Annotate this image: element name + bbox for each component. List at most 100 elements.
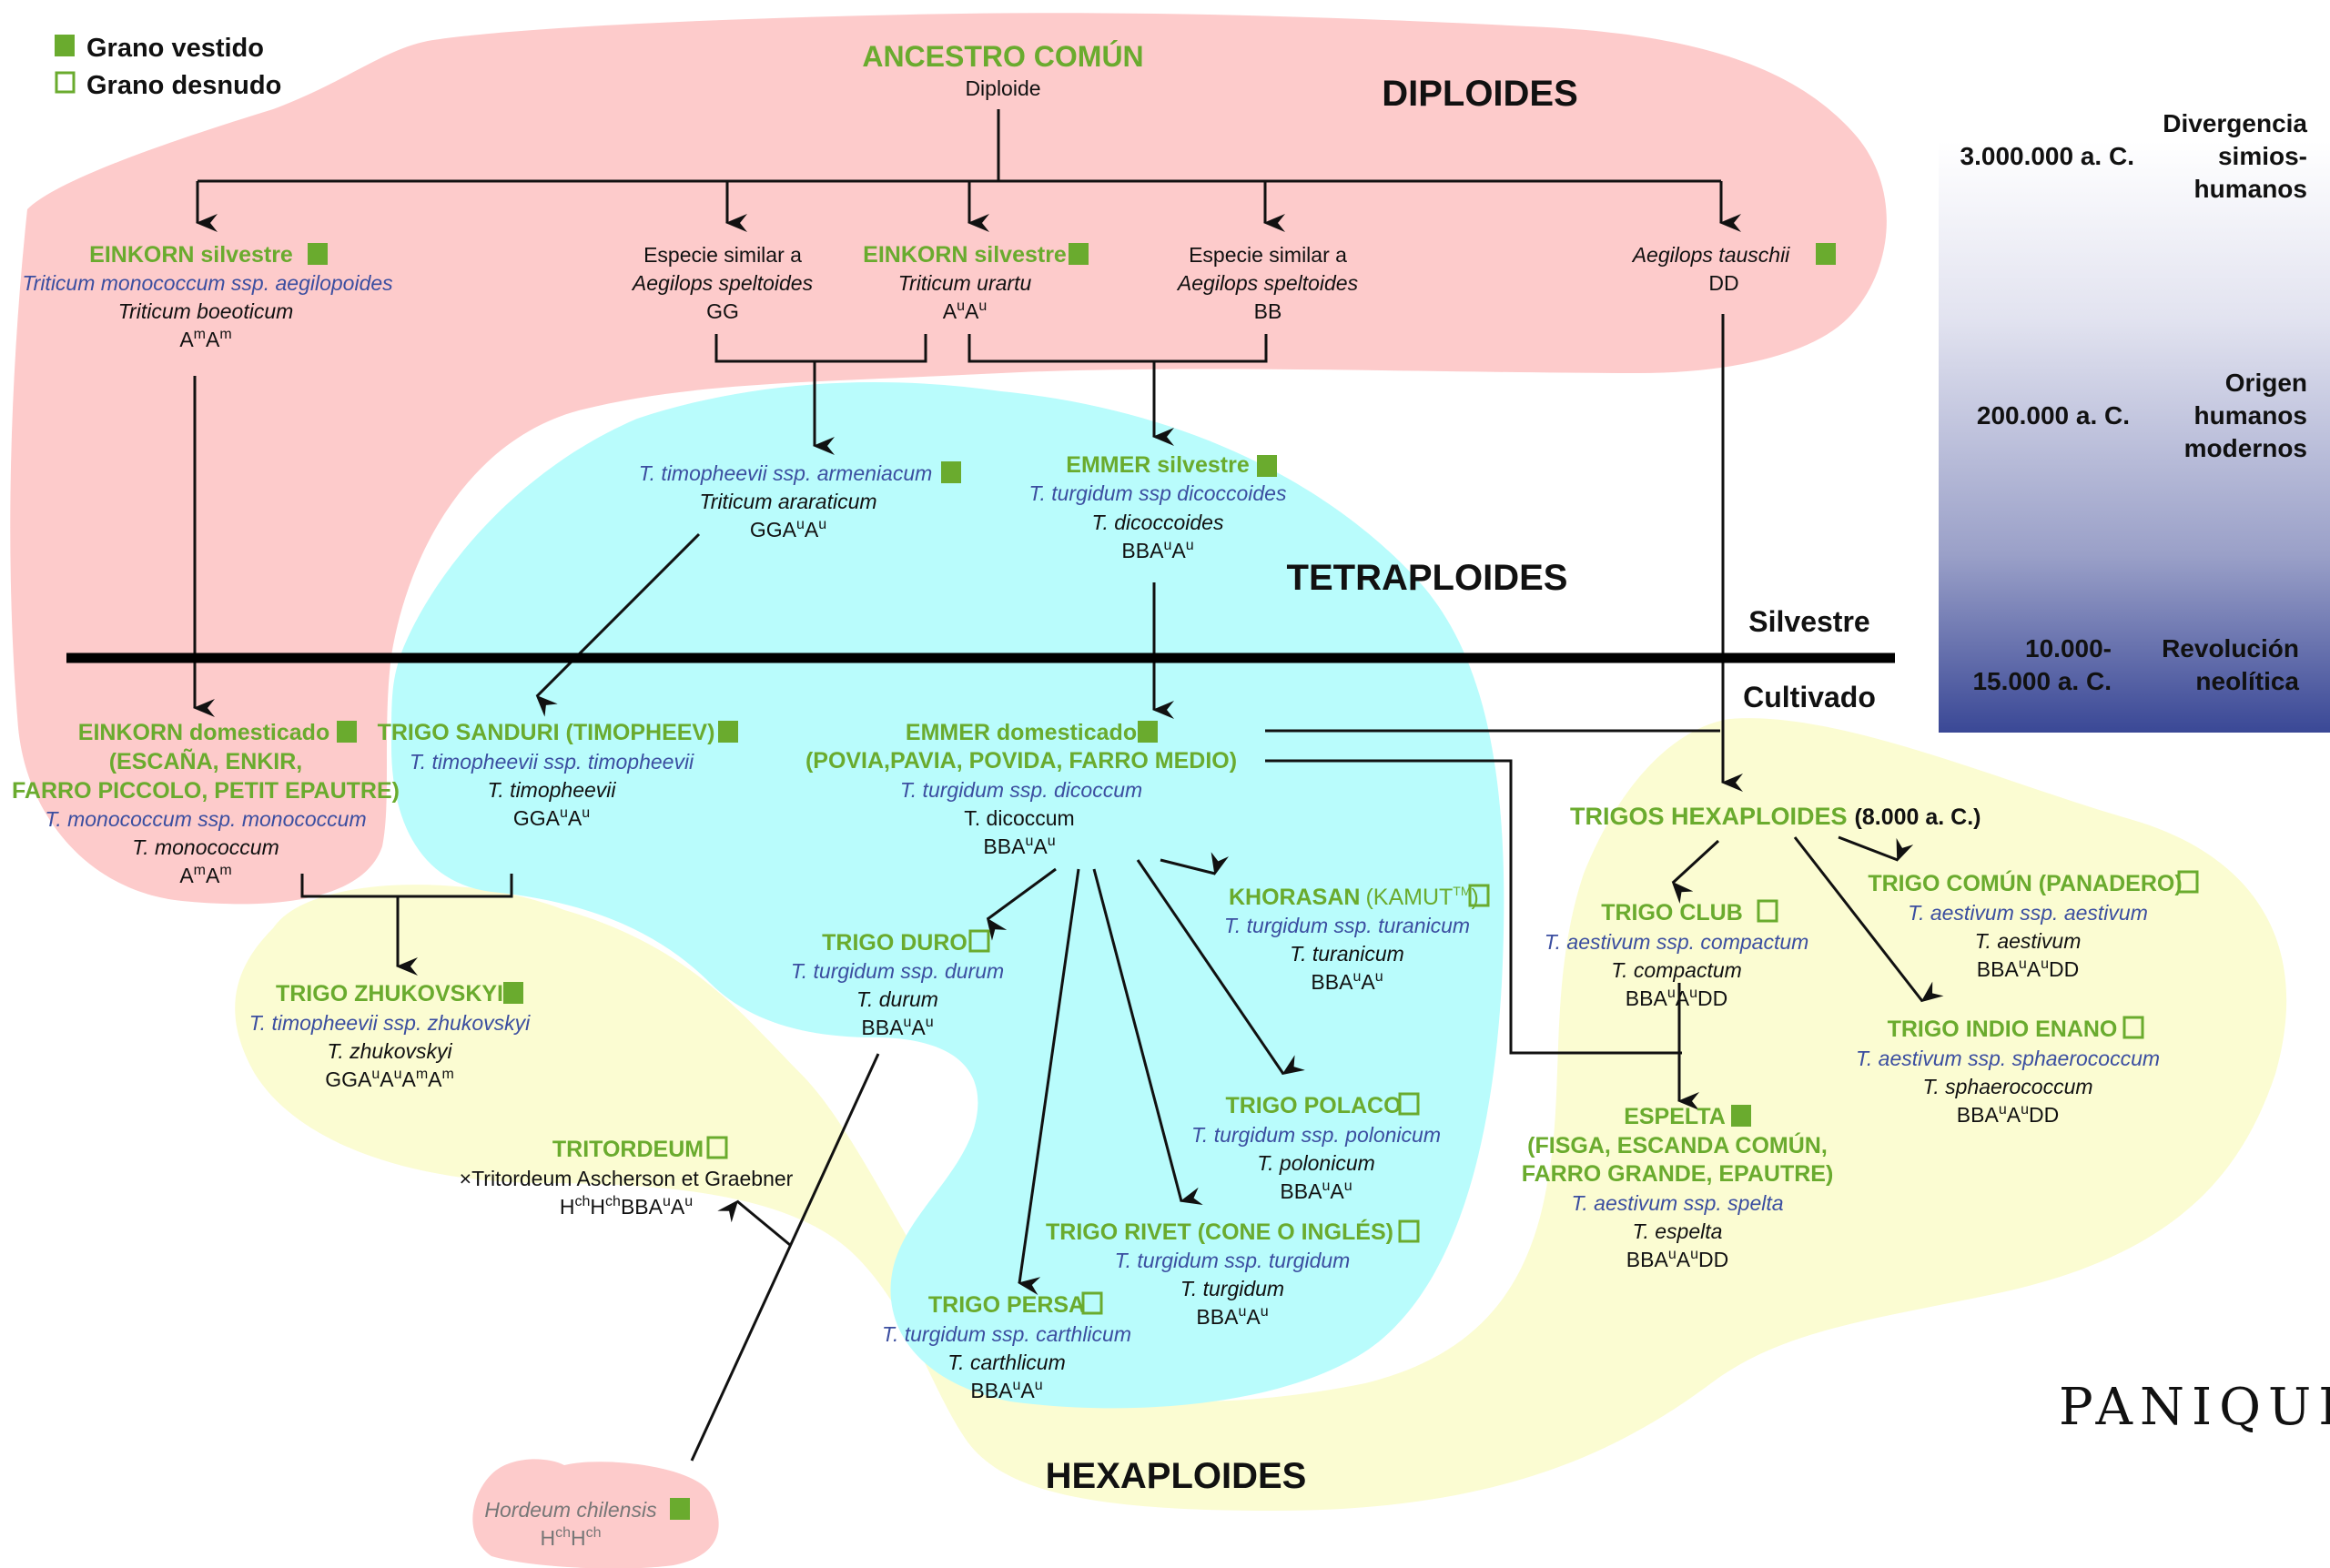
- node-genome: BBAuAuDD: [1626, 1247, 1728, 1271]
- node-sanduri: TRIGO SANDURI (TIMOPHEEV) T. timopheevii…: [378, 720, 738, 830]
- node-line: Diploide: [965, 76, 1040, 100]
- timeline: Divergencia simios- humanos 3.000.000 a.…: [1960, 109, 2308, 695]
- node-species: ×Tritordeum Ascherson et Graebner: [460, 1167, 794, 1190]
- node-subspecies: T. turgidum ssp. polonicum: [1191, 1123, 1441, 1147]
- node-title: ESPELTA: [1624, 1104, 1726, 1129]
- node-title: TRIGO INDIO ENANO: [1888, 1017, 2118, 1042]
- node-speltoides-bb: Especie similar a Aegilops speltoides BB: [1176, 243, 1359, 323]
- node-hexaploid: TRIGOS HEXAPLOIDES(8.000 a. C.): [1570, 803, 1981, 830]
- node-title: TRIGOS HEXAPLOIDES(8.000 a. C.): [1570, 803, 1981, 830]
- node-subspecies: T. timopheevii ssp. timopheevii: [410, 750, 694, 774]
- timeline-event: simios-: [2218, 142, 2307, 170]
- node-genome: BBAuAu: [1196, 1304, 1268, 1329]
- node-armeniacum: T. timopheevii ssp. armeniacum Triticum …: [639, 461, 961, 541]
- node-title: TRIGO SANDURI (TIMOPHEEV): [378, 720, 715, 745]
- node-ancestor: ANCESTRO COMÚN Diploide: [862, 40, 1143, 100]
- node-genome: BBAuAu: [1121, 538, 1193, 562]
- node-subspecies: T. turgidum ssp. carthlicum: [882, 1322, 1131, 1346]
- node-genome: BBAuAuDD: [1957, 1102, 2059, 1127]
- node-genome: BB: [1254, 299, 1282, 323]
- filled-square-icon: [1257, 455, 1277, 477]
- brand-logo: PANIQUESILLO: [2059, 1378, 2330, 1437]
- node-genome: GGAuAuAmAm: [325, 1067, 454, 1091]
- node-hordeum: Hordeum chilensis HchHch: [484, 1498, 690, 1550]
- timeline-date: 3.000.000 a. C.: [1960, 142, 2134, 170]
- hexaploid-region: [235, 718, 2287, 1511]
- node-species: T. sphaerococcum: [1922, 1075, 2092, 1098]
- node-subspecies: Triticum monococcum ssp. aegilopoides: [22, 271, 393, 295]
- node-subspecies: T. turgidum ssp. durum: [791, 959, 1004, 983]
- empty-square-icon: [1468, 884, 1490, 907]
- node-polaco: TRIGO POLACO T. turgidum ssp. polonicum …: [1191, 1092, 1441, 1203]
- node-subspecies: T. aestivum ssp. compactum: [1545, 930, 1809, 954]
- timeline-event: Origen: [2225, 369, 2307, 397]
- node-alias: (FISGA, ESCANDA COMÚN,: [1527, 1131, 1828, 1158]
- node-genome: GG: [706, 299, 739, 323]
- filled-square-icon: [1816, 243, 1836, 265]
- node-alias: (ESCAÑA, ENKIR,: [109, 747, 303, 774]
- node-genome: HchHchBBAuAu: [560, 1194, 693, 1219]
- filled-square-icon: [308, 243, 328, 265]
- node-species: T. compactum: [1611, 958, 1742, 982]
- divider-label-silvestre: Silvestre: [1748, 605, 1869, 638]
- node-emmer-wild: EMMER silvestre T. turgidum ssp dicoccoi…: [1029, 452, 1287, 562]
- node-species: Triticum araraticum: [699, 490, 876, 513]
- node-title: TRIGO PERSA: [928, 1292, 1085, 1318]
- node-species: Aegilops speltoides: [631, 271, 814, 295]
- node-emmer-dom: EMMER domesticado (POVIA,PAVIA, POVIDA, …: [805, 720, 1237, 858]
- node-genome: BBAuAu: [970, 1378, 1042, 1402]
- filled-square-icon: [670, 1498, 690, 1520]
- hordeum-region: [472, 1459, 719, 1568]
- node-species: T. turanicum: [1290, 942, 1404, 966]
- empty-square-icon: [1757, 899, 1778, 923]
- node-alias: FARRO GRANDE, EPAUTRE): [1522, 1161, 1834, 1187]
- node-persa: TRIGO PERSA T. turgidum ssp. carthlicum …: [882, 1291, 1131, 1402]
- node-zhukovskyi: TRIGO ZHUKOVSKYI T. timopheevii ssp. zhu…: [249, 981, 531, 1091]
- filled-square-icon: [718, 721, 738, 743]
- node-subspecies: T. aestivum ssp. spelta: [1571, 1191, 1783, 1215]
- node-title: TRIGO POLACO: [1225, 1093, 1401, 1118]
- node-species: Triticum urartu: [898, 271, 1032, 295]
- node-species: T. polonicum: [1257, 1151, 1375, 1175]
- node-species: T. carthlicum: [947, 1351, 1066, 1374]
- node-indio: TRIGO INDIO ENANO T. aestivum ssp. sphae…: [1856, 1016, 2160, 1127]
- node-subspecies: T. aestivum ssp. sphaerococcum: [1856, 1047, 2160, 1070]
- node-genome: BBAuAu: [1311, 969, 1383, 994]
- filled-square-icon: [55, 35, 75, 56]
- node-genome: DD: [1708, 271, 1738, 295]
- node-title: EMMER silvestre: [1066, 452, 1250, 478]
- node-species: T. durum: [856, 987, 938, 1011]
- node-species: T. timopheevii: [487, 778, 616, 802]
- timeline-event: modernos: [2184, 434, 2307, 462]
- node-line: Especie similar a: [1189, 243, 1347, 267]
- filled-square-icon: [1069, 243, 1089, 265]
- node-species: T. dicoccum: [964, 806, 1074, 830]
- timeline-date: 200.000 a. C.: [1977, 401, 2130, 430]
- empty-square-icon: [1398, 1219, 1420, 1243]
- timeline-gradient: [1939, 141, 2330, 733]
- timeline-event: neolítica: [2195, 667, 2299, 695]
- node-species: T. aestivum: [1975, 929, 2082, 953]
- node-genome: BBAuAu: [983, 834, 1055, 858]
- node-subspecies: T. turgidum ssp dicoccoides: [1029, 481, 1287, 505]
- node-genome: AmAm: [179, 863, 231, 887]
- node-subspecies: T. aestivum ssp. aestivum: [1908, 901, 2148, 925]
- legend: Grano vestido Grano desnudo: [55, 34, 281, 100]
- node-einkorn-urartu: EINKORN silvestre Triticum urartu AuAu: [863, 242, 1089, 323]
- filled-square-icon: [941, 461, 961, 483]
- node-species: T. zhukovskyi: [327, 1039, 452, 1063]
- node-genome: BBAuAu: [1280, 1179, 1352, 1203]
- node-rivet: TRIGO RIVET (CONE O INGLÉS) T. turgidum …: [1046, 1219, 1420, 1329]
- node-comun: TRIGO COMÚN (PANADERO) T. aestivum ssp. …: [1868, 869, 2199, 981]
- timeline-event: humanos: [2194, 401, 2307, 430]
- node-species: T. espelta: [1633, 1219, 1723, 1243]
- node-einkorn-wild: EINKORN silvestre Triticum monococcum ss…: [22, 242, 393, 351]
- node-title: TRIGO CLUB: [1601, 900, 1743, 926]
- node-subspecies: T. turgidum ssp. turgidum: [1115, 1249, 1351, 1272]
- empty-square-icon: [55, 71, 76, 94]
- node-species: T. dicoccoides: [1092, 511, 1224, 534]
- node-subspecies: T. timopheevii ssp. zhukovskyi: [249, 1011, 531, 1035]
- timeline-event: Divergencia: [2163, 109, 2307, 137]
- filled-square-icon: [503, 982, 523, 1004]
